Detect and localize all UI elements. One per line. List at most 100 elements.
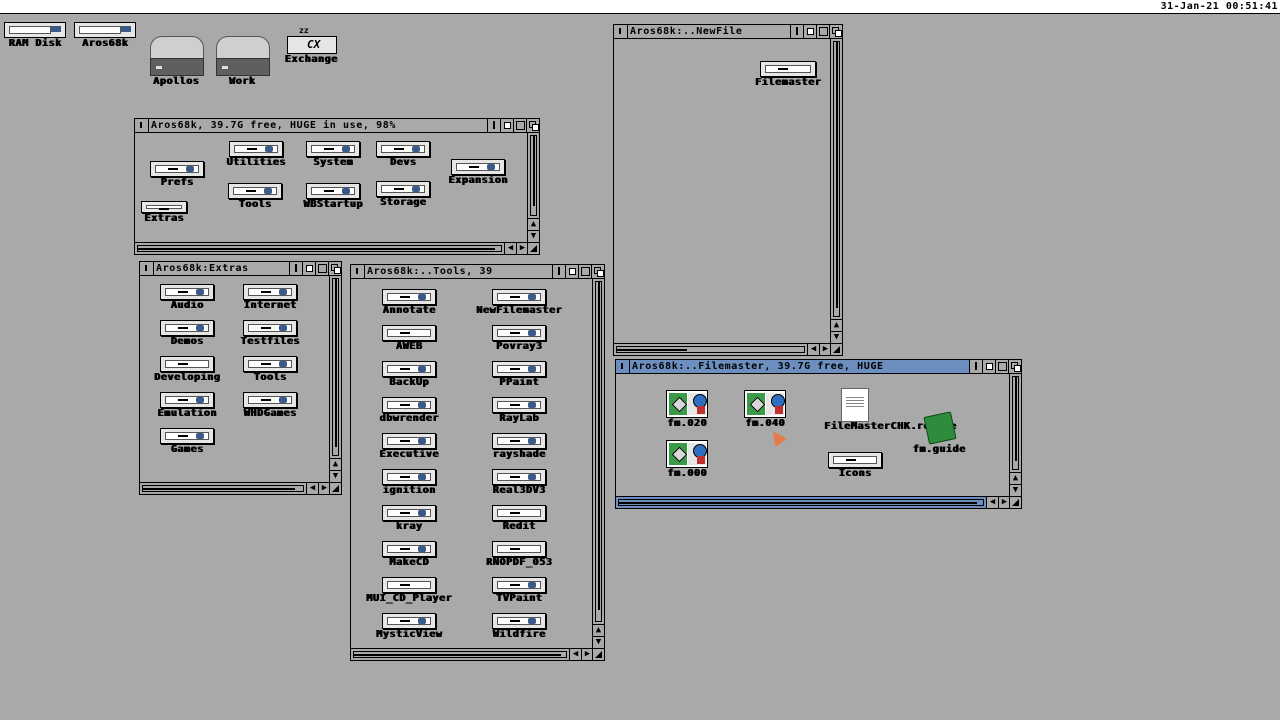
zoom-gadget[interactable]: [816, 25, 829, 38]
tool-icon[interactable]: TVPaint: [463, 577, 575, 604]
scroll-left-arrow[interactable]: ◀: [807, 343, 819, 355]
lock-gadget[interactable]: [552, 265, 565, 278]
tool-icon[interactable]: RayLab: [463, 397, 575, 424]
scroll-up-arrow[interactable]: ▲: [1009, 472, 1021, 484]
drawer-icon[interactable]: Tools: [234, 356, 306, 383]
drawer-icon[interactable]: Icons: [822, 452, 888, 479]
drawer-icon[interactable]: Developing: [146, 356, 228, 383]
vertical-scrollbar[interactable]: ▲ ▼: [527, 133, 539, 242]
vertical-scrollbar[interactable]: ▲ ▼: [1009, 374, 1021, 496]
scroll-left-arrow[interactable]: ◀: [569, 648, 581, 660]
scroll-down-arrow[interactable]: ▼: [592, 636, 604, 648]
zoom-gadget[interactable]: [995, 360, 1008, 373]
tool-icon[interactable]: Povray3: [463, 325, 575, 352]
filemaster-program-icon[interactable]: fm.000: [660, 440, 714, 479]
drawer-icon[interactable]: Storage: [371, 181, 435, 208]
resize-gadget[interactable]: [1009, 496, 1021, 508]
scroll-down-arrow[interactable]: ▼: [830, 331, 842, 343]
lock-gadget[interactable]: [487, 119, 500, 132]
readme-document-icon[interactable]: FileMasterCHK.readme: [822, 388, 956, 432]
scroll-down-arrow[interactable]: ▼: [329, 470, 341, 482]
scroll-left-arrow[interactable]: ◀: [306, 482, 318, 494]
aros68k-volume-icon[interactable]: Aros68k: [72, 22, 138, 49]
scroll-right-arrow[interactable]: ▶: [581, 648, 593, 660]
tool-icon[interactable]: PPaint: [463, 361, 575, 388]
tool-icon[interactable]: rayshade: [463, 433, 575, 460]
drawer-icon[interactable]: WHDGames: [234, 392, 306, 419]
drawer-icon[interactable]: Filemaster: [746, 61, 830, 88]
scroll-left-arrow[interactable]: ◀: [504, 242, 516, 254]
title-bar[interactable]: Aros68k:..Tools, 39: [351, 265, 604, 279]
window-newfile[interactable]: Aros68k:..NewFile Filemaster ▲ ▼ ◀ ▶: [613, 24, 843, 356]
tool-icon[interactable]: Wildfire: [463, 613, 575, 640]
tool-icon[interactable]: ignition: [369, 469, 449, 496]
apollos-harddisk-icon[interactable]: Apollos: [145, 36, 207, 87]
close-gadget[interactable]: [140, 262, 154, 275]
tool-icon[interactable]: kray: [369, 505, 449, 532]
resize-gadget[interactable]: [527, 242, 539, 254]
drawer-icon[interactable]: Games: [154, 428, 220, 455]
depth-gadget[interactable]: [328, 262, 341, 275]
window-tools[interactable]: Aros68k:..Tools, 39 Annotate NewFilemast…: [350, 264, 605, 661]
iconify-gadget[interactable]: [803, 25, 816, 38]
iconify-gadget[interactable]: [565, 265, 578, 278]
depth-gadget[interactable]: [829, 25, 842, 38]
scroll-right-arrow[interactable]: ▶: [998, 496, 1010, 508]
drawer-icon[interactable]: Tools: [223, 183, 287, 210]
horizontal-scrollbar[interactable]: ◀ ▶: [351, 648, 593, 660]
iconify-gadget[interactable]: [982, 360, 995, 373]
title-bar[interactable]: Aros68k:..NewFile: [614, 25, 842, 39]
ram-disk-icon[interactable]: RAM Disk: [2, 22, 68, 49]
depth-gadget[interactable]: [591, 265, 604, 278]
zoom-gadget[interactable]: [578, 265, 591, 278]
scroll-up-arrow[interactable]: ▲: [329, 458, 341, 470]
drawer-icon[interactable]: Testfiles: [234, 320, 306, 347]
drawer-icon[interactable]: Audio: [154, 284, 220, 311]
zoom-gadget[interactable]: [315, 262, 328, 275]
tool-icon[interactable]: Executive: [369, 433, 449, 460]
work-harddisk-icon[interactable]: Work: [211, 36, 273, 87]
resize-gadget[interactable]: [592, 648, 604, 660]
horizontal-scrollbar[interactable]: ◀ ▶: [616, 496, 1010, 508]
scroll-down-arrow[interactable]: ▼: [527, 230, 539, 242]
drawer-icon[interactable]: Extras: [139, 201, 189, 224]
close-gadget[interactable]: [616, 360, 630, 373]
drawer-icon[interactable]: System: [301, 141, 365, 168]
scroll-right-arrow[interactable]: ▶: [819, 343, 831, 355]
tool-icon[interactable]: NewFilemaster: [463, 289, 575, 316]
scroll-up-arrow[interactable]: ▲: [592, 624, 604, 636]
drawer-icon[interactable]: Internet: [234, 284, 306, 311]
horizontal-scrollbar[interactable]: ◀ ▶: [135, 242, 528, 254]
vertical-scrollbar[interactable]: ▲ ▼: [830, 39, 842, 343]
guide-book-icon[interactable]: fm.guide: [906, 410, 972, 455]
drawer-icon[interactable]: Devs: [373, 141, 433, 168]
horizontal-scrollbar[interactable]: ◀ ▶: [614, 343, 831, 355]
title-bar[interactable]: Aros68k:Extras: [140, 262, 341, 276]
tool-icon[interactable]: Redit: [463, 505, 575, 532]
vertical-scrollbar[interactable]: ▲ ▼: [329, 276, 341, 482]
scroll-left-arrow[interactable]: ◀: [986, 496, 998, 508]
depth-gadget[interactable]: [1008, 360, 1021, 373]
horizontal-scrollbar[interactable]: ◀ ▶: [140, 482, 330, 494]
resize-gadget[interactable]: [329, 482, 341, 494]
vertical-scrollbar[interactable]: ▲ ▼: [592, 279, 604, 648]
tool-icon[interactable]: dbwrender: [369, 397, 449, 424]
iconify-gadget[interactable]: [500, 119, 513, 132]
lock-gadget[interactable]: [790, 25, 803, 38]
scroll-up-arrow[interactable]: ▲: [830, 319, 842, 331]
window-filemaster[interactable]: Aros68k:..Filemaster, 39.7G free, HUGE f…: [615, 359, 1022, 509]
resize-gadget[interactable]: [830, 343, 842, 355]
window-extras[interactable]: Aros68k:Extras Audio Internet Demos Test…: [139, 261, 342, 495]
tool-icon[interactable]: MUI_CD_Player: [353, 577, 465, 604]
zoom-gadget[interactable]: [513, 119, 526, 132]
tool-icon[interactable]: Real3DV3: [463, 469, 575, 496]
scroll-up-arrow[interactable]: ▲: [527, 218, 539, 230]
tool-icon[interactable]: RNOPDF_053: [463, 541, 575, 568]
drawer-icon[interactable]: Emulation: [146, 392, 228, 419]
tool-icon[interactable]: MakeCD: [369, 541, 449, 568]
scroll-right-arrow[interactable]: ▶: [516, 242, 528, 254]
drawer-icon[interactable]: Prefs: [147, 161, 207, 188]
drawer-icon[interactable]: WBStartup: [295, 183, 371, 210]
drawer-icon[interactable]: Expansion: [443, 159, 513, 186]
